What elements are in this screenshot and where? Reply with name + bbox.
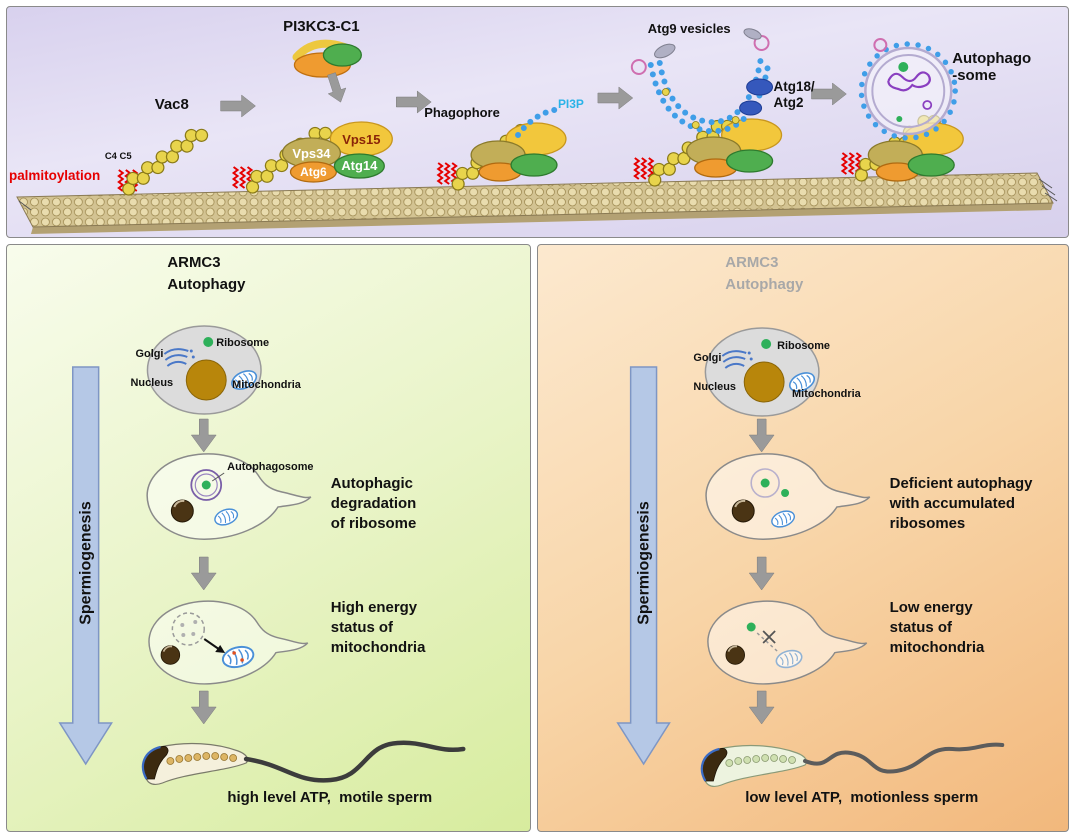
- nucleus-label: Nucleus: [131, 377, 174, 389]
- acrosome-line: [700, 747, 720, 782]
- arrow-to-mitochondria-icon: [203, 638, 226, 653]
- ribosome-icon: [760, 478, 770, 488]
- cross-icon: [762, 630, 776, 644]
- vac8-label: Vac8: [155, 96, 189, 113]
- mitochondrial-sheath-icon: [166, 752, 238, 765]
- left-title-line1: ARMC3: [167, 254, 220, 271]
- step2-text-line3: mitochondria: [890, 639, 985, 656]
- mitochondria-label: Mitochondria: [232, 379, 302, 391]
- down-arrow-1: [191, 418, 217, 453]
- incomplete-autophagosome-icon: [750, 468, 780, 498]
- step2-text-line3: mitochondria: [331, 639, 426, 656]
- membrane-cut-hatch: [18, 178, 1058, 211]
- spermatid-early-cell: [146, 453, 312, 540]
- right-arrow-4: [811, 82, 847, 106]
- autophagosome-leader-line: [211, 472, 225, 482]
- atg18-label-line1: Atg18/: [774, 79, 815, 94]
- pi3k-complex-3: [470, 122, 567, 182]
- palmitoylation-label: palmitoylation: [9, 168, 100, 183]
- step1-text-line3: ribosomes: [890, 515, 966, 532]
- c4c5-label: C4 C5: [105, 151, 133, 162]
- atg14-label: Atg14: [341, 158, 378, 173]
- plasma-membrane: [16, 172, 1058, 234]
- ribosome-label: Ribosome: [216, 337, 269, 349]
- down-arrow-3: [191, 690, 217, 725]
- pi3kc3-complex-icon: [292, 39, 362, 78]
- mitochondria-label: Mitochondria: [792, 388, 862, 400]
- golgi-label: Golgi: [693, 352, 721, 364]
- ribosome-label: Ribosome: [777, 340, 830, 352]
- autophagosome-callout-label: Autophagosome: [227, 461, 313, 473]
- vps15-label: Vps15: [342, 132, 380, 147]
- autophagosome-icon: [190, 469, 223, 501]
- golgi-label: Golgi: [136, 348, 164, 360]
- right-arrow-1: [220, 94, 256, 118]
- left-result-label: high level ATP, motile sperm: [227, 789, 432, 806]
- spermatid-early-cell: [705, 453, 871, 540]
- panel-wildtype-spermiogenesis: ARMC3 Autophagy Golgi Ribosome Nucleus M…: [6, 244, 531, 832]
- right-title-line1: ARMC3: [725, 254, 778, 271]
- step1-text-line3: of ribosome: [331, 515, 417, 532]
- ribosome-icon: [746, 622, 756, 632]
- right-result-label: low level ATP, motionless sperm: [745, 789, 978, 806]
- vps34-label: Vps34: [292, 146, 331, 161]
- spermiogenesis-label: Spermiogenesis: [636, 501, 653, 625]
- spermatid-late-cell: [148, 600, 309, 685]
- autophagosome-label-line1: Autophago: [952, 50, 1031, 67]
- spermiogenesis-arrow: [616, 366, 671, 766]
- step1-text-line1: Autophagic: [331, 475, 413, 492]
- atg18-atg2-icons: [739, 78, 774, 116]
- down-arrow-1: [748, 418, 775, 453]
- sperm-tail-bent: [803, 742, 1005, 774]
- blocked-path-line: [756, 632, 778, 652]
- phagophore-label: Phagophore: [424, 105, 500, 120]
- step2-text-line1: Low energy: [890, 599, 974, 616]
- pale-mitochondrial-sheath-icon: [725, 754, 796, 767]
- pi3kc3-label: PI3KC3-C1: [283, 18, 359, 35]
- autophagosome-cargo: [887, 62, 933, 122]
- step1-text-line2: with accumulated: [889, 495, 1015, 512]
- left-title-line2: Autophagy: [167, 276, 246, 293]
- spermiogenesis-arrow: [58, 366, 113, 766]
- down-arrow-2: [748, 556, 775, 591]
- ribosome-icon: [781, 489, 790, 497]
- nucleus-label: Nucleus: [693, 381, 736, 393]
- right-title-line2: Autophagy: [725, 276, 804, 293]
- pi3p-label: PI3P: [558, 97, 584, 111]
- step1-text-line1: Deficient autophagy: [890, 475, 1033, 492]
- right-arrow-3: [597, 86, 634, 110]
- spermiogenesis-label: Spermiogenesis: [78, 501, 95, 625]
- spermatid-late-cell: [707, 600, 868, 685]
- sperm-tail: [243, 740, 466, 783]
- acrosome-line: [141, 745, 161, 780]
- motionless-sperm-figure: [700, 742, 1005, 787]
- autophagosome-label-line2: -some: [952, 67, 996, 84]
- panel-membrane-pathway: Vac8 C4 C5 palmitoylation PI3KC3-C1: [6, 6, 1069, 238]
- step1-text-line2: degradation: [331, 495, 417, 512]
- pi3p-dots: [515, 106, 563, 138]
- atg9-vesicle-icons: [630, 28, 770, 75]
- motile-sperm-figure: [141, 740, 466, 785]
- atg9-vesicles-label: Atg9 vesicles: [648, 21, 731, 36]
- degraded-autophagosome-icon: [171, 612, 205, 646]
- down-arrow-2: [191, 556, 217, 591]
- panel-mutant-spermiogenesis: ARMC3 Autophagy Golgi Ribosome Nucleus M…: [537, 244, 1069, 832]
- step2-text-line1: High energy: [331, 599, 418, 616]
- step2-text-line2: status of: [331, 619, 394, 636]
- down-arrow-3: [748, 690, 775, 725]
- atg18-label-line2: Atg2: [774, 95, 804, 110]
- atg6-label: Atg6: [300, 165, 327, 179]
- pi3k-complex-labeled: Vps15 Vps34 Atg6 Atg14: [281, 121, 393, 183]
- step2-text-line2: status of: [890, 619, 953, 636]
- autophagosome-vesicle: [858, 38, 958, 141]
